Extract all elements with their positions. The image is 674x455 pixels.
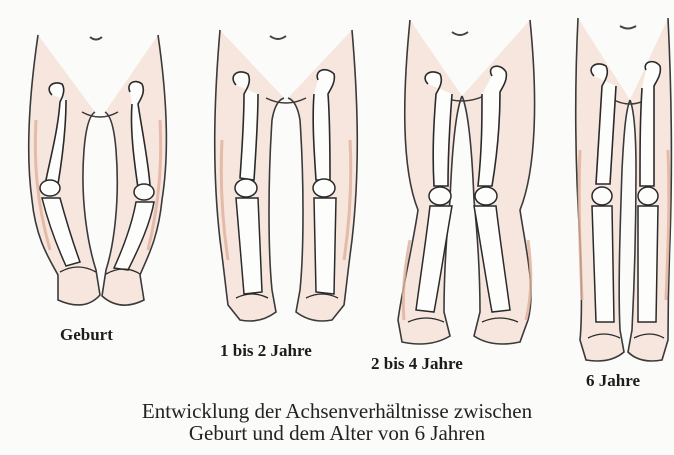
kneecap-right: [313, 179, 335, 197]
figure-caption: Entwicklung der Achsenverhältnisse zwisc…: [0, 400, 674, 444]
stage-label-1-2-jahre: 1 bis 2 Jahre: [220, 341, 312, 361]
kneecap-left: [592, 187, 612, 205]
stage-label-6-jahre: 6 Jahre: [586, 371, 640, 391]
stage-geburt: [29, 35, 167, 305]
kneecap-left: [40, 180, 60, 196]
caption-line-1: Entwicklung der Achsenverhältnisse zwisc…: [0, 400, 674, 422]
tibia-right: [638, 206, 658, 322]
leg-outline-right: [102, 35, 166, 305]
kneecap-right: [475, 187, 497, 205]
kneecap-right: [638, 187, 658, 205]
stage-2-4-jahre: [398, 20, 535, 344]
leg-outline-left: [29, 35, 100, 305]
stage-label-geburt: Geburt: [60, 325, 113, 345]
kneecap-left: [235, 179, 257, 197]
tibia-right: [314, 198, 336, 294]
stage-6-jahre: [576, 18, 671, 361]
tibia-left: [592, 206, 614, 322]
kneecap-left: [429, 187, 451, 205]
stage-1-2-jahre: [215, 30, 358, 321]
caption-line-2: Geburt und dem Alter von 6 Jahren: [0, 422, 674, 444]
stage-label-2-4-jahre: 2 bis 4 Jahre: [371, 354, 463, 374]
kneecap-right: [134, 184, 154, 200]
